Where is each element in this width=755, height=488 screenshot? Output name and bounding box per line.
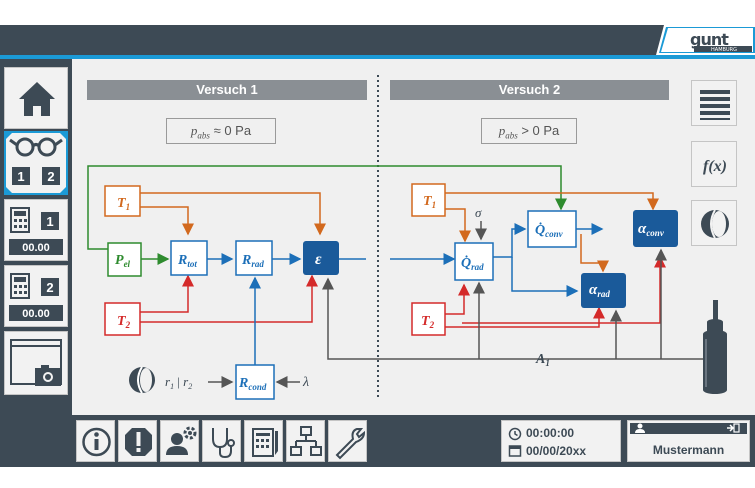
alert-icon xyxy=(125,428,152,456)
glasses-icon xyxy=(9,137,63,157)
data-sheet-button[interactable] xyxy=(244,420,283,462)
label-pel: Pel xyxy=(115,253,131,269)
network-button[interactable] xyxy=(286,420,325,462)
sidebar: 1 2 1 00.00 2 xyxy=(0,59,72,467)
sidebar-item-calculator-2[interactable]: 2 00.00 xyxy=(4,265,68,327)
top-accent-line xyxy=(0,55,755,59)
condition-versuch-1: pabs ≈ 0 Pa xyxy=(166,118,276,144)
label-t2-right: T2 xyxy=(421,314,435,330)
label-r1-r2: r1 | r2 xyxy=(165,374,192,391)
sidebar-item-experiment[interactable]: 1 2 xyxy=(4,131,68,195)
bottom-bar: 00:00:00 00/00/20xx Mustermann xyxy=(72,415,755,467)
camera-window-icon xyxy=(10,339,62,386)
label-qrad: Q̇rad xyxy=(461,254,484,272)
list-button[interactable] xyxy=(691,80,737,126)
condition-versuch-2: pabs > 0 Pa xyxy=(481,118,577,144)
sphere-icon xyxy=(701,209,729,239)
stethoscope-icon xyxy=(212,428,235,459)
label-alpha-rad: αrad xyxy=(589,282,610,299)
network-icon xyxy=(290,426,322,456)
svg-text:1: 1 xyxy=(46,214,53,229)
badge-2: 2 xyxy=(47,169,54,184)
label-sigma: σ xyxy=(475,205,482,220)
label-a1: A1 xyxy=(535,352,550,368)
data-sheet-icon xyxy=(252,428,278,457)
calculator-icon xyxy=(10,207,30,233)
list-icon xyxy=(700,90,730,120)
label-rrad: Rrad xyxy=(241,253,264,269)
clock-icon xyxy=(508,427,522,441)
diagnostics-button[interactable] xyxy=(202,420,241,462)
time-value: 00:00:00 xyxy=(526,426,575,440)
user-settings-button[interactable] xyxy=(160,420,199,462)
label-rtot: Rtot xyxy=(177,253,197,269)
sphere-button[interactable] xyxy=(691,200,737,246)
calculator-icon xyxy=(10,273,30,299)
user-panel[interactable]: Mustermann xyxy=(627,420,750,462)
info-button[interactable] xyxy=(76,420,115,462)
function-icon: f(x) xyxy=(703,158,727,175)
logo-text: gunt xyxy=(690,30,729,49)
header-versuch-1: Versuch 1 xyxy=(87,80,367,100)
user-name: Mustermann xyxy=(652,443,725,457)
datetime-panel: 00:00:00 00/00/20xx xyxy=(501,420,621,462)
date-value: 00/00/20xx xyxy=(526,444,587,458)
logout-icon[interactable] xyxy=(726,423,740,433)
home-icon xyxy=(19,82,55,116)
function-button[interactable]: f(x) xyxy=(691,141,737,187)
calc1-value: 00.00 xyxy=(22,242,50,254)
calc2-value: 00.00 xyxy=(22,308,50,320)
tools-button[interactable] xyxy=(328,420,367,462)
user-icon xyxy=(635,423,645,433)
label-epsilon: ε xyxy=(315,251,322,268)
sidebar-item-calculator-1[interactable]: 1 00.00 xyxy=(4,199,68,261)
label-lambda: λ xyxy=(302,375,309,390)
sidebar-item-screenshot[interactable] xyxy=(4,331,68,395)
info-icon xyxy=(82,427,111,457)
wrench-icon xyxy=(335,428,366,460)
label-t1-right: T1 xyxy=(423,194,436,210)
svg-text:f(x): f(x) xyxy=(703,158,727,175)
block-diagram: T1 T2 Pel Rtot Rrad ε Rcond r1 | r2 λ T1… xyxy=(87,75,727,400)
calendar-icon xyxy=(508,445,522,457)
sphere-icon xyxy=(129,366,155,394)
label-t2-left: T2 xyxy=(117,314,131,330)
heater-rod-icon xyxy=(703,300,727,394)
user-gear-icon xyxy=(166,426,197,455)
alert-button[interactable] xyxy=(118,420,157,462)
label-t1-left: T1 xyxy=(117,196,130,212)
label-rcond: Rcond xyxy=(238,376,267,392)
sidebar-item-home[interactable] xyxy=(4,67,68,129)
label-qconv: Q̇conv xyxy=(535,221,564,239)
header-versuch-2: Versuch 2 xyxy=(390,80,669,100)
top-bar xyxy=(0,25,755,55)
label-alpha-conv: αconv xyxy=(638,221,665,238)
gunt-logo: gunt HAMBURG xyxy=(654,25,755,59)
badge-1: 1 xyxy=(17,169,24,184)
svg-text:2: 2 xyxy=(46,280,53,295)
logo-sub: HAMBURG xyxy=(711,47,737,53)
